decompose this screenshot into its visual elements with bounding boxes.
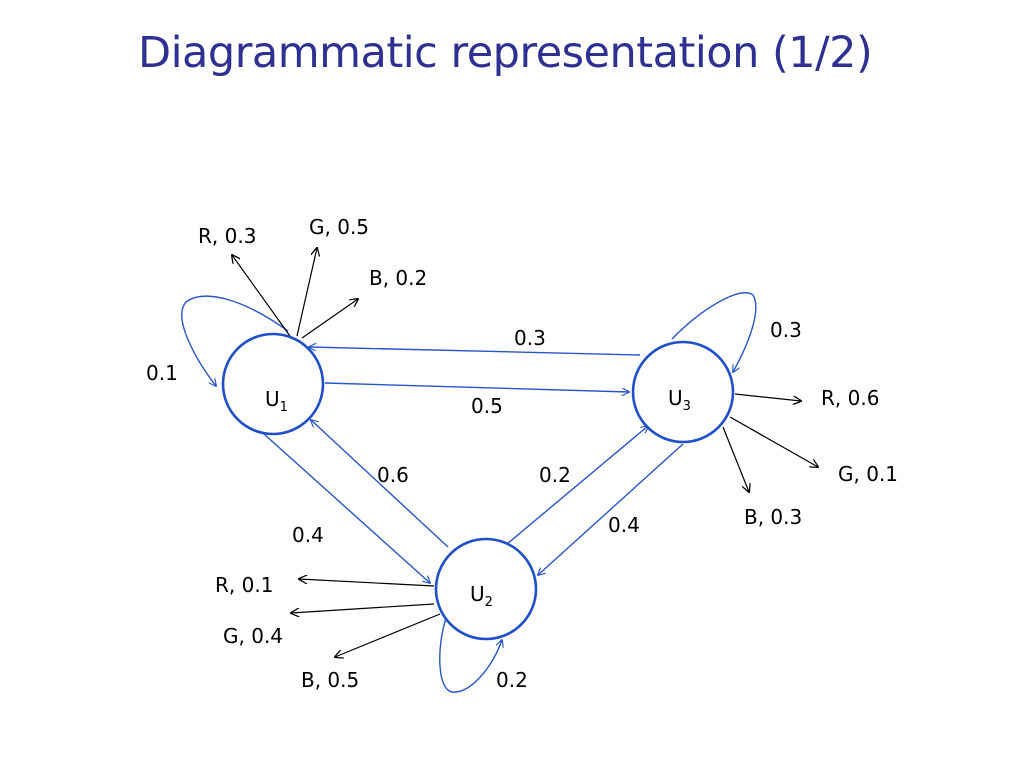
emission-u3-g — [729, 416, 818, 467]
node-u3-label: U3 — [668, 386, 691, 414]
edge-u3-to-u1 — [309, 347, 641, 356]
emission-u2-b — [335, 613, 441, 657]
label-u1-self: 0.1 — [146, 361, 178, 385]
label-u2-to-u1: 0.6 — [377, 463, 409, 487]
node-u3: U3 — [631, 340, 735, 444]
label-u1-to-u3: 0.5 — [471, 394, 503, 418]
node-u1-circle — [221, 332, 325, 436]
edge-u3-to-u2 — [538, 443, 684, 575]
label-u2-g: G, 0.4 — [223, 624, 283, 648]
slide-title: Diagrammatic representation (1/2) — [138, 28, 873, 78]
node-u2-circle — [434, 537, 538, 641]
node-u1-label: U1 — [265, 387, 288, 415]
emission-u2-g — [291, 603, 435, 613]
edge-u1-to-u2 — [263, 433, 430, 583]
label-u1-to-u2: 0.4 — [292, 523, 324, 547]
label-u3-self: 0.3 — [770, 318, 802, 342]
edge-u2-self — [439, 617, 502, 693]
label-u3-to-u1: 0.3 — [514, 326, 546, 350]
edge-u3-self — [671, 292, 757, 372]
state-nodes: U1 U2 U3 — [221, 332, 735, 641]
label-u3-g: G, 0.1 — [838, 462, 898, 486]
emission-labels: R, 0.3 G, 0.5 B, 0.2 R, 0.6 G, 0.1 B, 0.… — [198, 215, 898, 692]
label-u3-to-u2: 0.4 — [608, 513, 640, 537]
emission-u1-g — [296, 248, 317, 337]
label-u1-r: R, 0.3 — [198, 224, 256, 248]
emission-arrows — [232, 248, 818, 657]
edge-u1-to-u3 — [324, 382, 629, 392]
node-u2: U2 — [434, 537, 538, 641]
emission-u1-r — [232, 255, 291, 337]
label-u1-b: B, 0.2 — [369, 266, 427, 290]
emission-u1-b — [301, 299, 358, 339]
label-u2-to-u3: 0.2 — [539, 463, 571, 487]
label-u1-g: G, 0.5 — [309, 215, 369, 239]
label-u2-r: R, 0.1 — [215, 573, 273, 597]
label-u2-b: B, 0.5 — [301, 668, 359, 692]
label-u2-self: 0.2 — [496, 668, 528, 692]
emission-u3-r — [734, 393, 801, 401]
transition-edges — [181, 292, 757, 693]
label-u3-b: B, 0.3 — [744, 505, 802, 529]
edge-u2-to-u1 — [311, 420, 449, 548]
emission-u2-r — [299, 579, 435, 587]
node-u2-label: U2 — [470, 582, 493, 610]
node-u1: U1 — [221, 332, 325, 436]
label-u3-r: R, 0.6 — [821, 386, 879, 410]
edge-u1-self — [181, 295, 289, 386]
edge-u2-to-u3 — [506, 426, 648, 545]
emission-u3-b — [722, 426, 749, 492]
node-u3-circle — [631, 340, 735, 444]
transition-labels: 0.1 0.3 0.5 0.3 0.6 0.2 0.4 0.4 0.2 — [146, 318, 802, 692]
